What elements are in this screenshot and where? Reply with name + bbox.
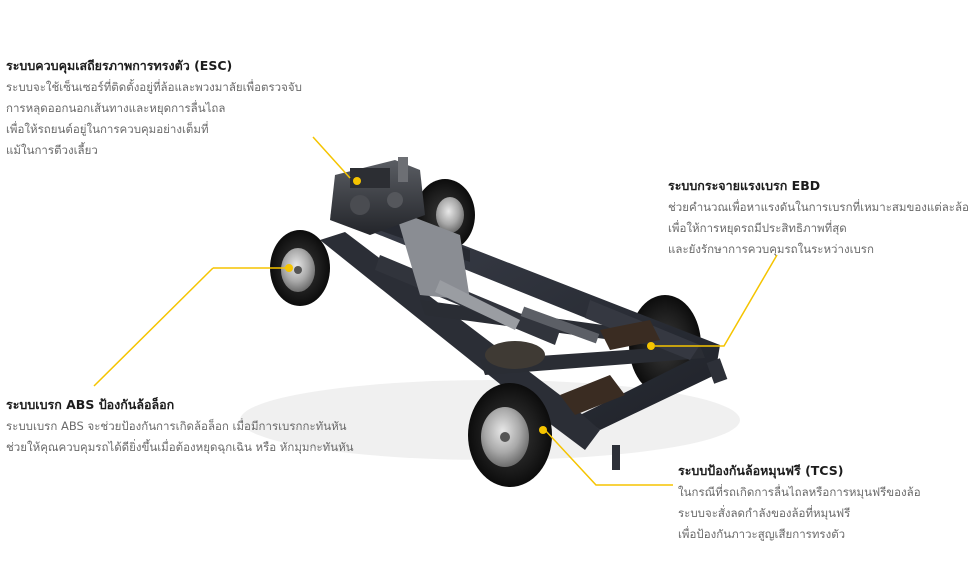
front-left-tire	[270, 230, 330, 306]
callout-leaders	[93, 136, 778, 486]
esc-title: ระบบควบคุมเสถียรภาพการทรงตัว (ESC)	[6, 58, 233, 73]
ebd-callout: ระบบกระจายแรงเบรก EBD ช่วยคำนวณเพื่อหาแร…	[668, 175, 969, 260]
tcs-callout: ระบบป้องกันล้อหมุนฟรี (TCS) ในกรณีที่รถเ…	[678, 460, 921, 545]
tcs-line-3: เพื่อป้องกันภาวะสูญเสียการทรงตัว	[678, 527, 846, 541]
esc-line-1: ระบบจะใช้เซ็นเซอร์ที่ติดตั้งอยู่ที่ล้อแล…	[6, 80, 302, 94]
rear-left-tire	[468, 383, 552, 487]
abs-line-1: ระบบเบรก ABS จะช่วยป้องกันการเกิดล้อล็อก…	[6, 419, 347, 433]
esc-line-4: แม้ในการตีวงเลี้ยว	[6, 143, 98, 157]
esc-callout: ระบบควบคุมเสถียรภาพการทรงตัว (ESC) ระบบจ…	[6, 55, 302, 161]
tcs-dot	[539, 426, 547, 434]
tcs-title: ระบบป้องกันล้อหมุนฟรี (TCS)	[678, 463, 844, 478]
ebd-title: ระบบกระจายแรงเบรก EBD	[668, 178, 821, 193]
abs-title: ระบบเบรก ABS ป้องกันล้อล็อก	[6, 397, 175, 412]
drivetrain	[395, 210, 600, 369]
ebd-line-1: ช่วยคำนวณเพื่อหาแรงดันในการเบรกที่เหมาะส…	[668, 200, 969, 214]
esc-leader-line	[312, 136, 351, 179]
abs-leader-line-diag	[93, 267, 214, 387]
ebd-line-3: และยังรักษาการควบคุมรถในระหว่างเบรก	[668, 242, 874, 256]
callout-dots	[285, 177, 655, 434]
ebd-dot	[647, 342, 655, 350]
abs-line-2: ช่วยให้คุณควบคุมรถได้ดียิ่งขึ้นเมื่อต้อง…	[6, 440, 354, 454]
esc-line-2: การหลุดออกนอกเส้นทางและหยุดการลื่นไถล	[6, 101, 226, 115]
ebd-leader-line	[655, 254, 778, 347]
abs-callout: ระบบเบรก ABS ป้องกันล้อล็อก ระบบเบรก ABS…	[6, 394, 354, 458]
esc-line-3: เพื่อให้รถยนต์อยู่ในการควบคุมอย่างเต็มที…	[6, 122, 209, 136]
tcs-leader-line	[544, 429, 673, 486]
abs-dot	[285, 264, 293, 272]
tcs-line-2: ระบบจะสั่งลดกำลังของล้อที่หมุนฟรี	[678, 506, 851, 520]
esc-dot	[353, 177, 361, 185]
tcs-line-1: ในกรณีที่รถเกิดการลื่นไถลหรือการหมุนฟรีข…	[678, 485, 921, 499]
ebd-line-2: เพื่อให้การหยุดรถมีประสิทธิภาพที่สุด	[668, 221, 847, 235]
